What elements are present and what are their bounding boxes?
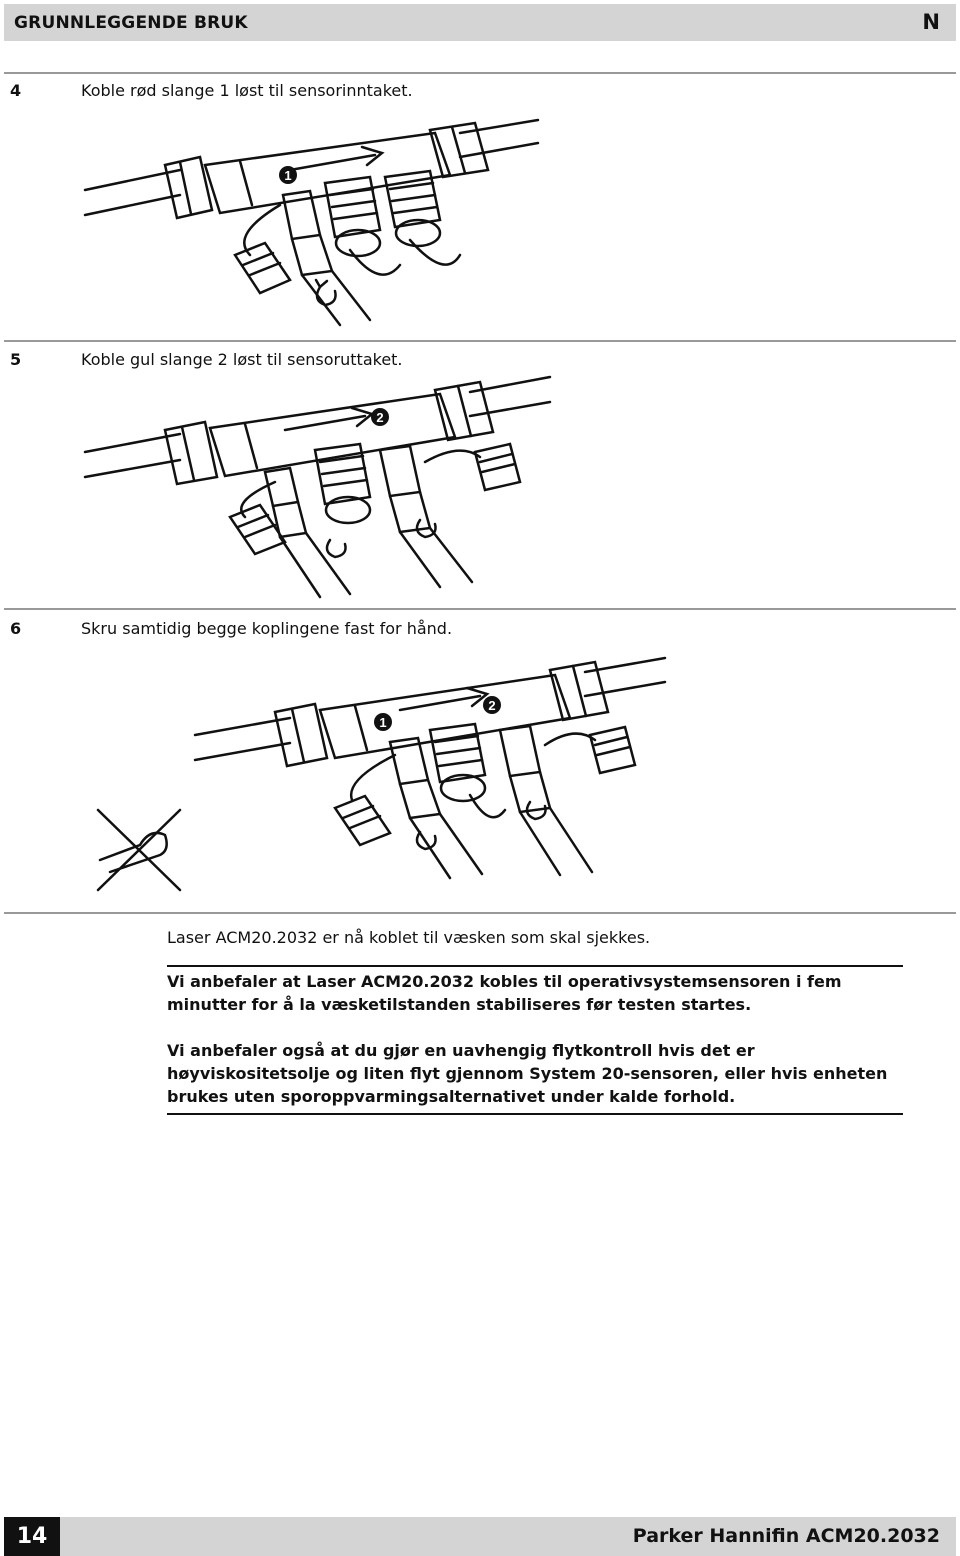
step-4-number: 4 [10, 81, 22, 100]
step-5-text: Koble gul slange 2 løst til sensoruttake… [81, 350, 403, 369]
marker-1: 1 [284, 168, 291, 183]
step-divider [4, 608, 956, 610]
footer-brand: Parker Hannifin ACM20.2032 [632, 1525, 940, 1547]
note-top-rule [167, 965, 903, 967]
figure-connect-red-hose: 1 [83, 118, 540, 327]
connected-status-text: Laser ACM20.2032 er nå koblet til væsken… [167, 928, 651, 947]
section-title: GRUNNLEGGENDE BRUK [14, 13, 248, 33]
page-number-text: 14 [16, 1524, 48, 1549]
language-code: N [922, 10, 940, 34]
page-header: GRUNNLEGGENDE BRUK N [4, 4, 956, 41]
marker-1: 1 [379, 715, 386, 730]
page-number: 14 [4, 1517, 60, 1556]
marker-2: 2 [488, 698, 495, 713]
page-footer: Parker Hannifin ACM20.2032 [60, 1517, 956, 1556]
marker-2: 2 [376, 410, 383, 425]
step-divider [4, 340, 956, 342]
figure-connect-yellow-hose: 2 [83, 375, 552, 599]
step-divider [4, 72, 956, 74]
step-6-text: Skru samtidig begge koplingene fast for … [81, 619, 453, 638]
figure-tighten-both-couplings: 1 2 [96, 656, 667, 892]
step-4-text: Koble rød slange 1 løst til sensorinntak… [81, 81, 413, 100]
note-paragraph-1: Vi anbefaler at Laser ACM20.2032 kobles … [167, 972, 842, 1014]
note-paragraph-2: Vi anbefaler også at du gjør en uavhengi… [167, 1041, 888, 1106]
note-bottom-rule [167, 1113, 903, 1115]
section-divider [4, 912, 956, 914]
step-5-number: 5 [10, 350, 22, 369]
step-6-number: 6 [10, 619, 22, 638]
